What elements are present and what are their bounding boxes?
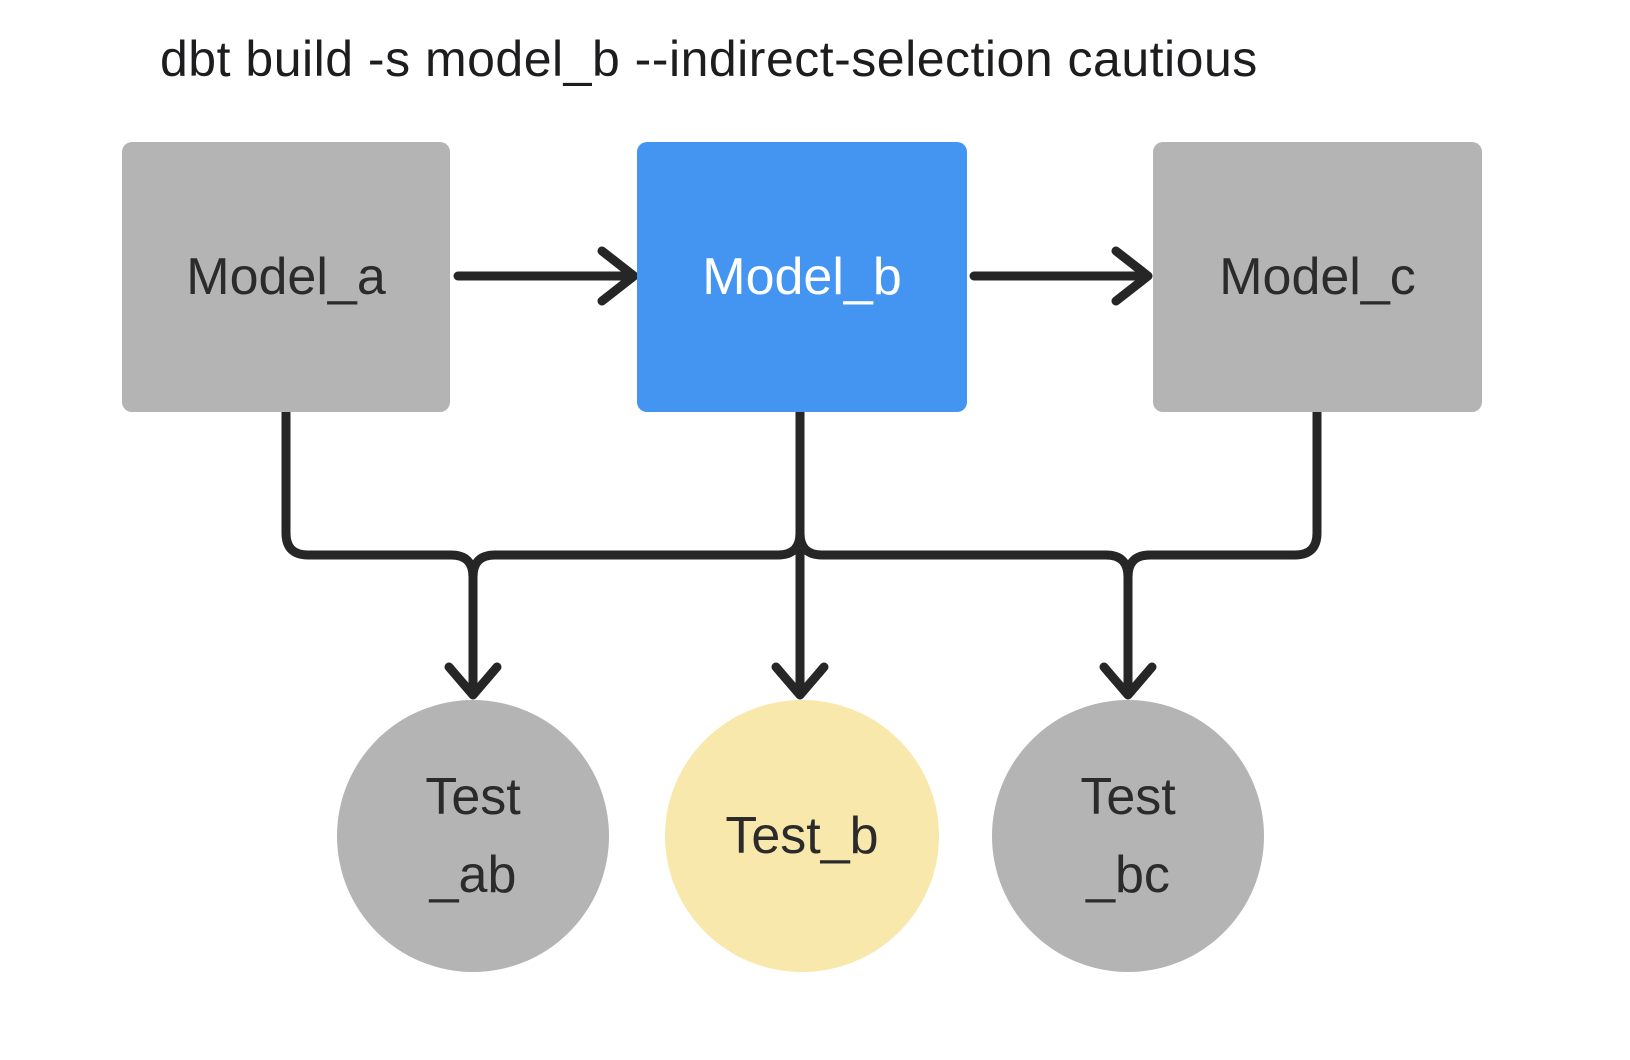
edge-model-b-to-test-bc bbox=[795, 528, 1133, 693]
edge-model-b-to-test-ab bbox=[468, 528, 805, 582]
node-model-b-label: Model_b bbox=[702, 248, 902, 306]
node-test-b-label-line1: Test_b bbox=[725, 807, 879, 865]
node-test-bc: Test _bc bbox=[992, 700, 1264, 972]
arrowhead-test-ab-icon bbox=[444, 662, 502, 700]
node-test-bc-label-line1: Test bbox=[1080, 768, 1176, 826]
node-model-a: Model_a bbox=[122, 142, 450, 412]
edge-model-c-to-test-bc bbox=[1123, 407, 1322, 582]
node-test-bc-label-line2: _bc bbox=[1086, 846, 1170, 904]
edge-model-a-to-test-ab bbox=[281, 407, 478, 693]
node-test-ab-label-line2: _ab bbox=[429, 846, 517, 904]
node-model-c-label: Model_c bbox=[1219, 248, 1416, 306]
node-model-a-label: Model_a bbox=[186, 248, 386, 306]
node-test-ab: Test _ab bbox=[337, 700, 609, 972]
diagram-title: dbt build -s model_b --indirect-selectio… bbox=[160, 31, 1258, 87]
arrowhead-model-c-icon bbox=[1111, 246, 1153, 306]
arrowhead-test-b-icon bbox=[771, 662, 829, 700]
node-test-b: Test_b bbox=[665, 700, 939, 972]
node-test-ab-label-line1: Test bbox=[425, 768, 521, 826]
arrowhead-model-b-icon bbox=[597, 246, 639, 306]
node-model-b: Model_b bbox=[637, 142, 967, 412]
node-model-c: Model_c bbox=[1153, 142, 1482, 412]
arrowhead-test-bc-icon bbox=[1099, 662, 1157, 700]
